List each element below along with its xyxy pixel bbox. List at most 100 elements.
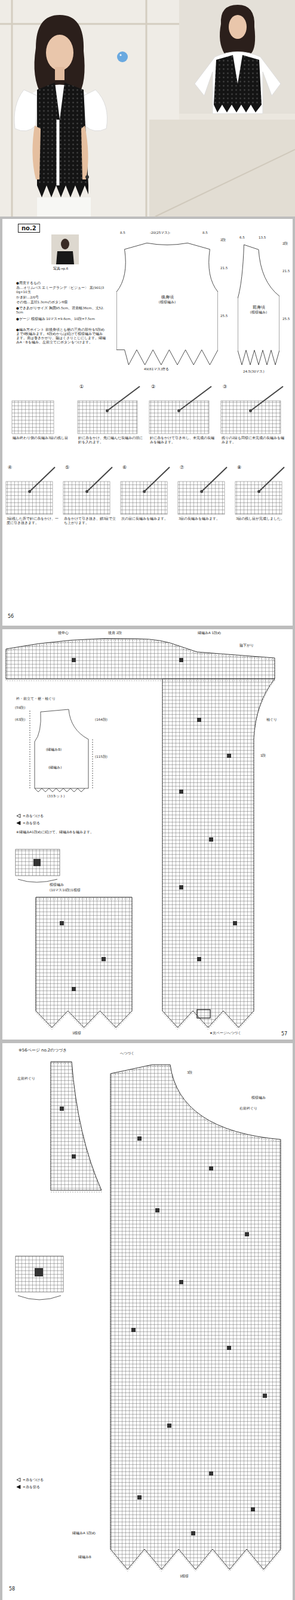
chart-area bbox=[110, 1062, 281, 1567]
piece-name: 前身頃 bbox=[237, 303, 280, 310]
note-text: 縁編みA 1段め bbox=[71, 1528, 97, 1533]
edging-line bbox=[50, 1061, 102, 1191]
filled-block bbox=[226, 752, 232, 757]
note-text: 25.5 bbox=[281, 316, 291, 321]
note-text: 3目の長編みを編みます。 bbox=[177, 515, 232, 521]
note-text: 24.5(30マス) bbox=[242, 369, 266, 374]
legend-symbol-shape bbox=[16, 812, 21, 817]
hook-sketch bbox=[87, 466, 113, 491]
chart-area bbox=[162, 677, 275, 1026]
filled-block bbox=[71, 985, 76, 990]
note-text: 2段 bbox=[219, 237, 227, 242]
note-text: (33ネット) bbox=[46, 793, 66, 798]
stitch-charts bbox=[5, 637, 281, 1569]
note-text: 衿・前立て・裾・袖ぐり bbox=[15, 695, 57, 700]
note-text: 21.5 bbox=[219, 265, 229, 270]
hook-sketch bbox=[201, 466, 227, 491]
note-text: 縁編みA 1段め bbox=[197, 630, 222, 635]
highlight-box bbox=[197, 1008, 211, 1017]
filled-block bbox=[179, 1277, 184, 1283]
note-text: 袖ぐり bbox=[265, 716, 278, 721]
stitch-note: (模様編み) bbox=[237, 309, 280, 315]
note-text: ●編み方ポイント 前後身頃とも裾の三角の部分を5段めまで8枚編みます。6段めから… bbox=[15, 327, 107, 344]
note-text: 21.5 bbox=[281, 268, 291, 273]
filled-block bbox=[179, 656, 184, 662]
note-text: ※縁編みA1段めに続けて、縁編みBを編みます。 bbox=[15, 828, 107, 834]
filled-block bbox=[191, 1528, 196, 1533]
hook-sketch bbox=[107, 385, 141, 411]
filled-block bbox=[155, 1206, 160, 1211]
legend-symbol-shape bbox=[16, 1475, 21, 1480]
note-text: ●ゲージ 模様編み 10マス=9.6cm、10段=7.5cm bbox=[15, 316, 107, 321]
filled-block bbox=[226, 1343, 232, 1348]
note-text: (63段) bbox=[14, 716, 26, 721]
note-text: 左前衿ぐり bbox=[16, 1074, 36, 1080]
schematic-outline bbox=[237, 241, 280, 365]
legend-symbol bbox=[15, 1475, 22, 1480]
note-text: 6.5 bbox=[238, 235, 246, 240]
filled-block bbox=[250, 1504, 255, 1510]
fabric-sketch bbox=[11, 400, 54, 433]
filled-block bbox=[197, 955, 202, 960]
title-box: no.2 bbox=[17, 223, 41, 233]
filled-block bbox=[59, 919, 64, 924]
legend-item: =糸を切る bbox=[15, 819, 41, 825]
note-text: 3目の残し目が完成しました。 bbox=[235, 515, 290, 521]
edging-line bbox=[35, 897, 132, 1028]
hook-tip bbox=[142, 489, 146, 493]
note-text: 25.5 bbox=[219, 313, 229, 318]
legend-symbol bbox=[15, 1482, 22, 1487]
hook-tip bbox=[177, 408, 181, 412]
step-number: ⑦ bbox=[179, 463, 185, 470]
legend-item: =糸を切る bbox=[15, 1482, 41, 1487]
small-diagram bbox=[15, 847, 64, 1298]
note-text: 針に糸をかけ、先に編んだ長編みの頭に針を入れます。 bbox=[77, 435, 145, 444]
legend-symbol-shape bbox=[16, 1482, 21, 1487]
fabric-sketch bbox=[149, 400, 210, 433]
hook-tip bbox=[257, 489, 261, 493]
step-number: ② bbox=[150, 383, 156, 390]
fabric-sketch bbox=[235, 480, 282, 514]
step-illustrations bbox=[5, 385, 285, 514]
note-text: ●できあがりサイズ 胸囲95.5cm、背肩幅36cm、丈52.5cm bbox=[15, 305, 107, 315]
note-text: 模様編み bbox=[48, 881, 65, 886]
note-text: 糸をかけて引き抜き、鎖3目で立ち上がります。 bbox=[63, 515, 118, 525]
filled-block bbox=[131, 1325, 136, 1330]
filled-block bbox=[71, 1152, 76, 1157]
hook-tip bbox=[28, 489, 32, 493]
garment-schematic: 前身頃(模様編み) bbox=[237, 241, 280, 365]
filled-block bbox=[59, 1104, 64, 1109]
note-text: (115段) bbox=[94, 753, 109, 758]
filled-block bbox=[209, 1164, 214, 1169]
thumbnail-photo bbox=[51, 234, 79, 264]
note-text: ★次ページへつづく bbox=[209, 1029, 242, 1034]
schematic-path bbox=[116, 242, 218, 365]
note-text: -20(25マス)- bbox=[149, 230, 171, 235]
fabric-sketch bbox=[63, 480, 110, 514]
filled-block bbox=[167, 1421, 172, 1426]
page-58 bbox=[2, 1041, 293, 1598]
hook-tip bbox=[85, 489, 89, 493]
filled-block bbox=[232, 919, 238, 924]
edging-line bbox=[110, 1064, 281, 1569]
step-number: ⑥ bbox=[121, 463, 128, 470]
filled-block bbox=[209, 836, 214, 841]
fabric-sketch bbox=[120, 480, 168, 514]
note-text: 1段 bbox=[259, 752, 267, 757]
filled-block bbox=[209, 1469, 214, 1474]
step-number: ③ bbox=[222, 383, 228, 390]
note-text: 編み終わり側の長編み3目の残し目 bbox=[11, 435, 73, 440]
note-text: その他…直径1.3cmのボタン6個 bbox=[15, 299, 107, 304]
note-text: 模様編み bbox=[250, 1094, 267, 1099]
note-text: 56 bbox=[7, 612, 15, 619]
note-text: 糸…オリムパス エミーグランデ〈ビジュー〉 黒(901)30g×10玉 bbox=[15, 285, 107, 294]
note-text: 脇下がり bbox=[238, 642, 255, 647]
hook-sketch bbox=[144, 466, 170, 491]
note-text: 縁編みB bbox=[77, 1552, 92, 1557]
filled-block bbox=[179, 883, 184, 888]
legend-item: =糸をつける bbox=[15, 1475, 44, 1480]
note-text: 2段 bbox=[281, 241, 290, 246]
note-text: (10マス10段)1模様 bbox=[48, 886, 82, 891]
note-text: 写真→p.6 bbox=[52, 266, 69, 271]
